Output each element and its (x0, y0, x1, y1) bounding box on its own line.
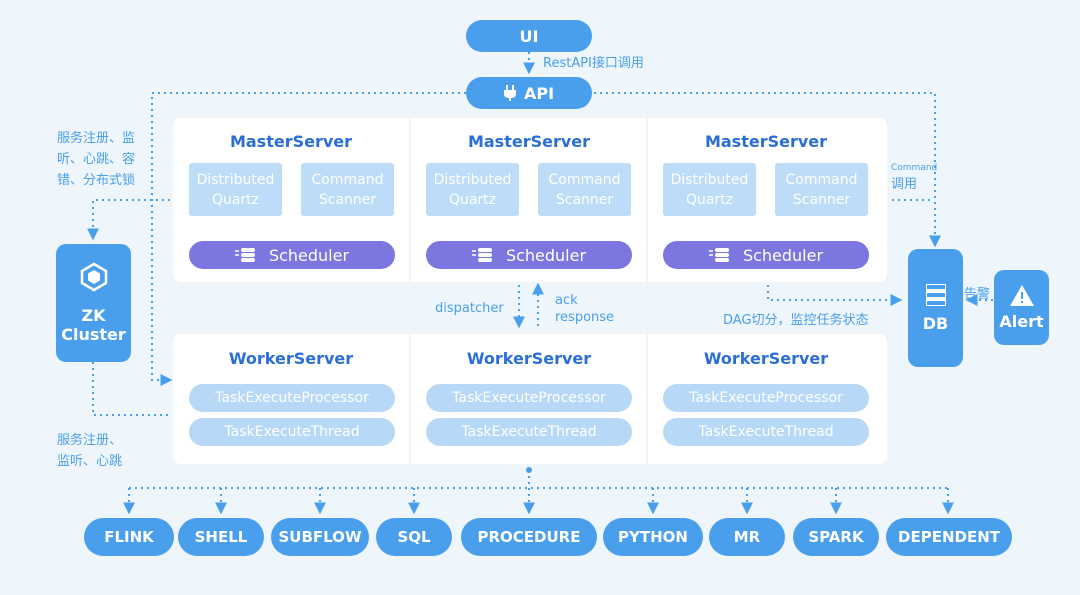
divider (409, 118, 411, 282)
zk-bottom-line-1: 服务注册、 (57, 433, 123, 448)
quartz-line-1: Distributed (196, 171, 275, 188)
quartz-line-2: Quartz (448, 191, 497, 208)
quartz-line-2: Quartz (685, 191, 734, 208)
alert-label: Alert (999, 311, 1044, 331)
api-label: API (523, 83, 555, 103)
task-type-flink[interactable]: FLINK (84, 518, 174, 556)
task-type-subflow[interactable]: SUBFLOW (271, 518, 369, 556)
scheduler-pill[interactable]: Scheduler (189, 241, 395, 269)
task-type-sql[interactable]: SQL (376, 518, 452, 556)
worker-title: WorkerServer (466, 349, 592, 368)
distributed-quartz-box[interactable]: Distributed Quartz (189, 163, 282, 216)
worker-title: WorkerServer (228, 349, 354, 368)
task-type-dependent[interactable]: DEPENDENT (886, 518, 1012, 556)
distributed-quartz-box[interactable]: Distributed Quartz (426, 163, 519, 216)
command-scanner-box[interactable]: Command Scanner (538, 163, 631, 216)
scheduler-label: Scheduler (505, 245, 587, 265)
cluster-label: Cluster (61, 325, 126, 344)
scheduler-pill[interactable]: Scheduler (663, 241, 869, 269)
divider (646, 334, 648, 464)
scanner-line-2: Scanner (555, 191, 614, 208)
warning-icon (1009, 284, 1034, 306)
task-type-spark[interactable]: SPARK (793, 518, 879, 556)
ack-line-2: response (555, 310, 615, 325)
ui-node[interactable]: UI (466, 20, 592, 52)
ui-label: UI (519, 26, 539, 46)
zk-label: ZK (81, 306, 106, 325)
scanner-line-1: Command (548, 171, 621, 188)
command-small-note: Command (891, 163, 938, 173)
db-node[interactable]: DB (908, 249, 963, 367)
command-scanner-box[interactable]: Command Scanner (775, 163, 868, 216)
ack-line-1: ack (555, 293, 578, 308)
command-call-note: 调用 (891, 177, 918, 192)
ack-note: ack response (555, 292, 614, 326)
command-scanner-box[interactable]: Command Scanner (301, 163, 394, 216)
alert-node[interactable]: Alert (994, 270, 1049, 345)
dispatcher-note: dispatcher (435, 301, 504, 316)
task-type-shell[interactable]: SHELL (178, 518, 264, 556)
scanner-line-2: Scanner (318, 191, 377, 208)
scanner-line-1: Command (785, 171, 858, 188)
scheduler-pill[interactable]: Scheduler (426, 241, 632, 269)
worker-title: WorkerServer (703, 349, 829, 368)
task-execute-processor[interactable]: TaskExecuteProcessor (426, 384, 632, 412)
quartz-line-2: Quartz (211, 191, 260, 208)
database-icon (708, 248, 729, 262)
master-title: MasterServer (229, 132, 353, 151)
scanner-line-1: Command (311, 171, 384, 188)
zk-top-line-1: 服务注册、监 (57, 131, 136, 146)
zk-bottom-note: 服务注册、 监听、心跳 (57, 430, 122, 472)
zk-bottom-line-2: 监听、心跳 (57, 454, 123, 469)
zk-top-line-2: 听、心跳、容 (57, 152, 136, 167)
scheduler-label: Scheduler (268, 245, 350, 265)
task-execute-processor[interactable]: TaskExecuteProcessor (663, 384, 869, 412)
task-execute-processor[interactable]: TaskExecuteProcessor (189, 384, 395, 412)
task-execute-thread[interactable]: TaskExecuteThread (189, 418, 395, 446)
database-icon (234, 248, 255, 262)
distributed-quartz-box[interactable]: Distributed Quartz (663, 163, 756, 216)
restapi-note: RestAPI接口调用 (543, 56, 644, 71)
zk-top-note: 服务注册、监 听、心跳、容 错、分布式锁 (57, 128, 135, 191)
task-type-python[interactable]: PYTHON (603, 518, 703, 556)
server-icon (925, 283, 946, 306)
task-type-mr[interactable]: MR (709, 518, 785, 556)
plug-icon (503, 85, 516, 101)
quartz-line-1: Distributed (433, 171, 512, 188)
api-node[interactable]: API (466, 77, 592, 109)
zk-top-line-3: 错、分布式锁 (57, 173, 136, 188)
divider (409, 334, 411, 464)
task-execute-thread[interactable]: TaskExecuteThread (426, 418, 632, 446)
zk-cluster-node[interactable]: ZK Cluster (56, 244, 131, 362)
cube-icon (80, 262, 107, 292)
alarm-note: 告警 (964, 287, 991, 302)
task-type-procedure[interactable]: PROCEDURE (461, 518, 597, 556)
dag-note: DAG切分，监控任务状态 (723, 313, 869, 328)
quartz-line-1: Distributed (670, 171, 749, 188)
scheduler-label: Scheduler (742, 245, 824, 265)
db-label: DB (922, 313, 949, 333)
divider (646, 118, 648, 282)
master-title: MasterServer (704, 132, 828, 151)
master-title: MasterServer (467, 132, 591, 151)
task-execute-thread[interactable]: TaskExecuteThread (663, 418, 869, 446)
database-icon (471, 248, 492, 262)
scanner-line-2: Scanner (792, 191, 851, 208)
